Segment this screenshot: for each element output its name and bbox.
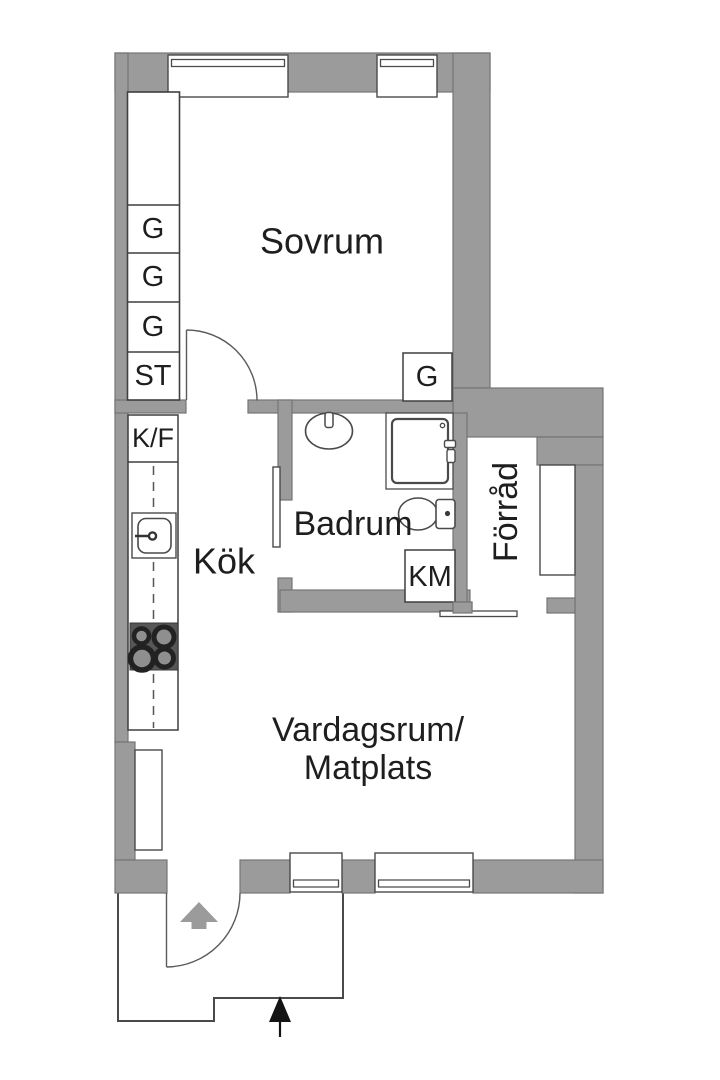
wall-bedroom-kitchen-left — [114, 399, 187, 414]
window-frame — [374, 852, 474, 893]
window-bedroom-small — [376, 54, 438, 98]
entry-direction-arrow-gray — [180, 902, 218, 929]
entry-landing-outline — [117, 893, 344, 1022]
bedroom-closet-box — [402, 352, 453, 402]
bathroom-sink — [304, 411, 354, 450]
windows — [167, 54, 474, 893]
closet-label-st: ST — [134, 360, 171, 392]
window-living-left — [289, 852, 343, 893]
wall-bathroom-left — [277, 399, 293, 501]
toilet — [397, 497, 456, 531]
bedroom-label: Sovrum — [260, 221, 384, 262]
shower — [385, 412, 457, 490]
window-living-right — [374, 852, 474, 893]
kitchen: K/F Kök — [127, 414, 256, 731]
window-bedroom-large — [167, 54, 289, 98]
shower-mixer-body — [446, 448, 456, 464]
wall-bathroom-top — [247, 399, 454, 414]
stove-burner — [131, 626, 152, 646]
washing-machine-label: KM — [408, 561, 452, 593]
bedroom-closet-label: G — [416, 361, 439, 393]
wall-bottom-seg3 — [472, 859, 604, 894]
wall-storage-stub — [546, 597, 576, 614]
toilet-flush-button — [444, 510, 451, 517]
stove-burner — [151, 624, 177, 650]
wall-bottom-left-corner — [114, 859, 168, 894]
wall-se-block — [536, 436, 604, 466]
closet-column-outline — [126, 91, 181, 401]
wall-right-bedroom — [452, 52, 491, 389]
walls — [114, 52, 604, 894]
kitchen-stove — [127, 622, 179, 673]
wall-left-upper — [114, 52, 129, 743]
window-frame — [167, 54, 289, 98]
kitchen-sink — [131, 512, 177, 559]
entry-area — [117, 893, 344, 1022]
washing-machine: KM — [404, 549, 456, 603]
window-frame — [289, 852, 343, 893]
entry-door-swing-arc — [166, 892, 241, 968]
stove-burner — [127, 644, 157, 673]
window-frame — [376, 54, 438, 98]
wall-bottom-seg2 — [341, 859, 376, 894]
bathroom-label: Badrum — [293, 505, 412, 543]
washbasin-faucet — [324, 411, 334, 429]
fridge-freezer-label: K/F — [132, 423, 174, 453]
wall-bathroom-right-foot-overlay — [452, 601, 473, 614]
shower-drain — [439, 422, 446, 429]
shower-outer — [385, 412, 454, 490]
wall-left-lower — [114, 741, 136, 861]
sink-faucet-knob — [147, 531, 158, 541]
living-room: Vardagsrum/ Matplats — [134, 711, 465, 851]
entrance — [165, 892, 291, 1037]
bathroom: KM Badrum — [272, 411, 457, 603]
stove-burner — [153, 646, 176, 670]
closet-label-g1: G — [142, 213, 165, 245]
living-room-label-line2: Matplats — [304, 749, 433, 787]
wall-bottom-seg1 — [239, 859, 291, 894]
closet-column: G G G ST — [126, 91, 181, 401]
radiator — [134, 749, 163, 851]
closet-label-g3: G — [142, 311, 165, 343]
kitchen-label: Kök — [193, 541, 256, 582]
storage-room: Förråd — [439, 462, 576, 618]
storage-threshold — [439, 610, 518, 618]
entrance-arrow-black — [269, 996, 291, 1022]
washing-machine-box — [404, 549, 456, 603]
bedroom: G Sovrum — [185, 221, 453, 402]
closet-label-g2: G — [142, 261, 165, 293]
storage-shelf-niche — [539, 464, 576, 576]
wall-right-lower — [574, 464, 604, 894]
wall-se-top-band — [452, 387, 604, 438]
bathroom-sliding-door — [272, 466, 281, 548]
shower-mixer-top — [443, 439, 457, 449]
storage-label: Förråd — [487, 462, 525, 562]
bedroom-door-swing-arc — [186, 329, 258, 401]
living-room-label-line1: Vardagsrum/ — [272, 711, 465, 749]
